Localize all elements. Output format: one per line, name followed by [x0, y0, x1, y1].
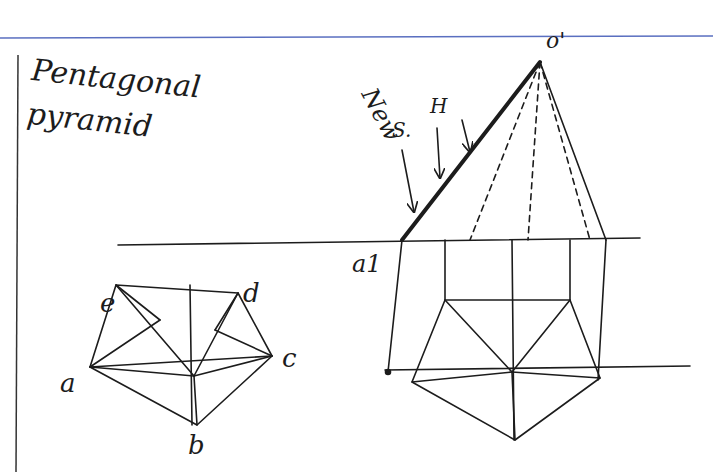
label: c: [282, 345, 297, 371]
xy-line: [118, 238, 640, 245]
front-view: [386, 62, 607, 440]
top-view: [412, 300, 600, 440]
label: H: [430, 96, 447, 116]
ruled-line: [0, 36, 713, 38]
label: S.: [392, 120, 411, 140]
label: d: [243, 280, 260, 306]
label: e: [100, 290, 115, 316]
pointer-arrows: [402, 120, 470, 212]
reference-line: [385, 366, 690, 370]
margin-line: [16, 55, 18, 472]
label: a: [60, 370, 76, 396]
title: Pentagonal pyramid: [25, 48, 213, 153]
plan-view: [90, 285, 272, 425]
label: a1: [352, 252, 382, 276]
label: o': [546, 30, 565, 52]
label: b: [188, 432, 205, 458]
